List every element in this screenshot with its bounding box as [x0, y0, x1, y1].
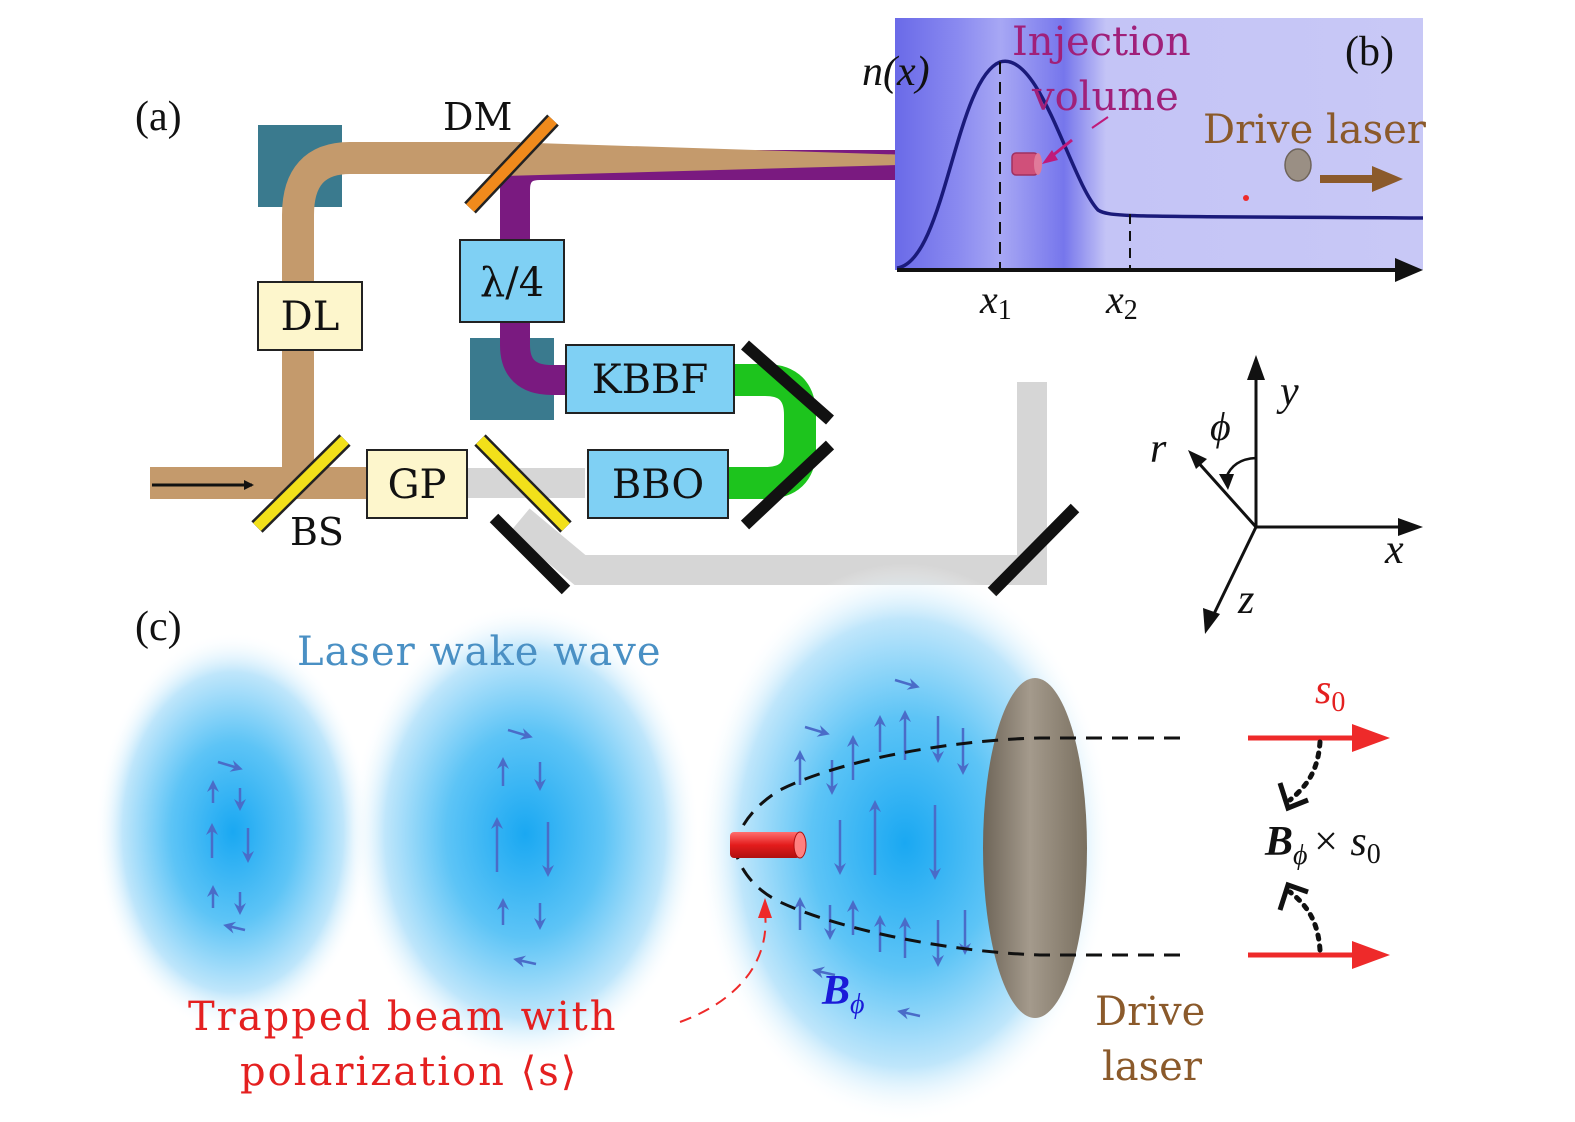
s0-base: s: [1315, 667, 1331, 713]
injection-pointer-head: [1042, 150, 1058, 164]
mirror-1: [741, 340, 834, 425]
bs-label: BS: [290, 510, 344, 554]
wake-bubble-1: [95, 632, 371, 1032]
cross-rest-subscript: 0: [1367, 839, 1381, 870]
drive-laser-pulse-b: [1284, 148, 1312, 182]
field-arrows-bubble-1: [206, 760, 254, 934]
injection-leader: [1091, 116, 1109, 129]
z-axis-label: z: [1237, 577, 1254, 623]
injection-volume-label-1: Injection: [1012, 19, 1191, 65]
x2-subscript: 2: [1124, 295, 1138, 326]
red-dot: [1243, 195, 1249, 201]
coordinate-axes: y x z r ϕ: [1150, 355, 1423, 634]
field-arrows-bubble-2: [491, 728, 554, 968]
dichroic-mirror-face: [465, 116, 558, 212]
yellow-mirror-face: [476, 436, 570, 531]
tan-delay-beam: [282, 142, 520, 483]
panel-a-setup: (a) DM DL λ/4 KBBF BBO GP BS: [135, 94, 1080, 597]
trapped-beam-rod: [730, 832, 800, 858]
panel-a-label: (a): [135, 94, 182, 140]
z-axis-arrowhead: [1203, 608, 1220, 634]
green-beam: [725, 364, 816, 499]
cross-product-label: Bϕ× s0: [1264, 819, 1381, 871]
drive-laser-label-2: laser: [1102, 1044, 1203, 1090]
quarter-wave-label: λ/4: [480, 260, 544, 306]
panel-b-background: [895, 18, 1423, 270]
x1-base: x: [979, 277, 998, 322]
beam-splitter-face: [253, 436, 349, 531]
cross-rest: × s: [1312, 819, 1367, 865]
trapped-beam-label-1: Trapped beam with: [188, 994, 618, 1040]
x1-tick-label: x1: [979, 277, 1012, 326]
s0-subscript: 0: [1331, 687, 1345, 718]
x2-tick-label: x2: [1105, 277, 1138, 326]
phi-arc-arrowhead: [1219, 474, 1234, 490]
x-axis-arrowhead: [1398, 518, 1423, 536]
wake-title: Laser wake wave: [297, 629, 662, 675]
b-phi-base: B: [821, 968, 850, 1014]
cross-b-base: B: [1264, 819, 1293, 865]
wake-bubble-2: [350, 604, 700, 1064]
phi-label: ϕ: [1210, 404, 1231, 449]
dl-box: [257, 281, 363, 351]
tan-focused-beam: [505, 142, 1005, 176]
kbbf-box: [565, 344, 735, 414]
dl-label: DL: [281, 294, 340, 340]
trapped-beam-pointer: [679, 911, 767, 1023]
y-axis-arrowhead: [1247, 355, 1265, 380]
injection-target-cap: [1034, 153, 1042, 175]
cross-arrow-top: [1287, 739, 1323, 803]
density-curve: [896, 59, 1424, 270]
x-axis-label: x: [1384, 527, 1404, 573]
s0-label: s0: [1315, 667, 1345, 718]
quarter-wave-box: [459, 239, 565, 323]
panel-c-label: (c): [135, 604, 182, 650]
gp-label: GP: [388, 462, 447, 508]
n-of-x-label: n(x): [862, 49, 930, 95]
cross-arrowhead-bottom: [1277, 881, 1309, 911]
bubble-boundary-top: [733, 736, 1180, 846]
panel-c-wake: (c) Laser wake wave Bϕ Trapped beam with…: [95, 563, 1390, 1122]
trapped-beam-pointer-head: [758, 898, 772, 918]
drive-laser-label-b: Drive laser: [1203, 107, 1427, 153]
panel-b-label: (b): [1345, 29, 1394, 75]
mirror-4: [987, 503, 1080, 597]
z-axis: [1210, 526, 1258, 619]
trapped-beam-rod-cap: [793, 831, 807, 859]
y-axis-label: y: [1276, 369, 1299, 415]
b-phi-subscript: ϕ: [850, 989, 865, 1020]
injection-volume-label-2: volume: [1031, 74, 1179, 120]
x2-base: x: [1105, 277, 1124, 322]
r-axis-label: r: [1150, 426, 1167, 472]
gp-box: [366, 449, 468, 519]
x1-subscript: 1: [998, 295, 1012, 326]
cross-arrow-bottom: [1287, 889, 1323, 953]
bbo-box: [587, 449, 729, 519]
trapped-beam-label-2: polarization ⟨s⟩: [240, 1049, 578, 1095]
bbo-label: BBO: [612, 462, 704, 508]
panel-b-density: (b) n(x) Injection volume Drive laser x1…: [862, 18, 1427, 326]
r-axis-arrowhead: [1188, 450, 1207, 469]
bubble-boundary-bottom: [733, 849, 1180, 957]
cross-arrowhead-top: [1277, 782, 1309, 812]
drive-laser-arrowhead-b: [1372, 166, 1403, 192]
drive-laser-label-1: Drive: [1095, 989, 1205, 1035]
dm-label: DM: [443, 95, 512, 139]
drive-laser-pulse: [983, 678, 1087, 1018]
cross-b-subscript: ϕ: [1293, 840, 1308, 871]
s0-arrowhead-top: [1352, 724, 1390, 752]
mirror-3: [489, 513, 571, 595]
r-axis: [1194, 458, 1258, 529]
s0-arrowhead-bottom: [1352, 941, 1390, 969]
kbbf-label: KBBF: [592, 357, 708, 403]
x-axis-b-arrowhead: [1395, 258, 1423, 282]
b-phi-label: Bϕ: [821, 968, 865, 1020]
mirror-2: [740, 440, 835, 530]
